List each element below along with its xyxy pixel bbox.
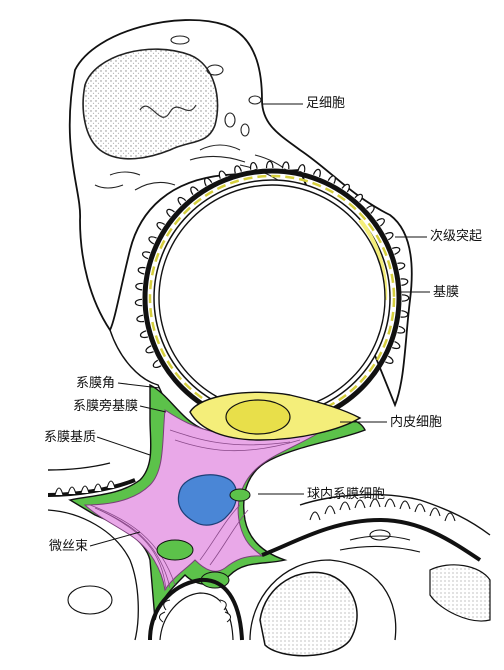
foot-process: [152, 359, 162, 369]
foot-process: [397, 325, 406, 334]
foot-process: [177, 196, 187, 206]
leader-lines: [89, 103, 430, 547]
foot-process: [281, 161, 290, 170]
foot-process: [312, 168, 321, 178]
foot-process: [400, 310, 409, 318]
foot-process: [166, 208, 175, 218]
label-intraglomerular-mesangial-cell: 球内系膜细胞: [307, 487, 386, 502]
lower-right-nucleus: [259, 571, 358, 657]
label-paramesangial-bm: 系膜旁基膜: [72, 399, 138, 414]
foot-process: [376, 218, 385, 227]
foot-process: [204, 177, 213, 187]
label-secondary-process: 次级突起: [430, 229, 483, 244]
foot-process: [401, 294, 410, 302]
foot-process: [218, 170, 227, 179]
mesangial-nucleus: [177, 474, 238, 526]
lower-right-capillary-wall: [261, 517, 482, 562]
lower-left-cell: [47, 509, 139, 641]
foot-process: [249, 161, 258, 170]
label-podocyte: 足细胞: [306, 96, 346, 111]
label-microfilament-bundle: 微丝束: [48, 539, 88, 554]
foot-process: [234, 165, 242, 174]
foot-process: [136, 314, 145, 323]
foot-process: [265, 160, 274, 169]
foot-process: [137, 266, 146, 275]
label-basement-membrane: 基膜: [433, 285, 460, 300]
label-endothelial-cell: 内皮细胞: [390, 415, 443, 430]
foot-process: [354, 193, 363, 203]
foot-process: [327, 175, 336, 184]
foot-process: [341, 183, 350, 193]
foot-process: [397, 262, 406, 271]
foot-process: [135, 282, 143, 291]
lower-capillary-loop: [148, 577, 244, 641]
foot-processes: [134, 160, 410, 369]
foot-process: [385, 355, 394, 364]
foot-process: [400, 278, 409, 286]
foot-process: [297, 164, 306, 173]
foot-process: [156, 221, 166, 231]
foot-process: [391, 341, 401, 350]
foot-process: [366, 205, 375, 214]
label-mesangial-matrix: 系膜基质: [43, 430, 96, 445]
foot-process: [134, 298, 143, 307]
microfilament-lines: [89, 429, 301, 591]
foot-process: [148, 236, 157, 245]
capillary-lumen: [158, 184, 386, 412]
foot-process: [391, 246, 401, 255]
foot-process: [145, 345, 154, 354]
foot-process: [139, 330, 149, 339]
right-nucleus: [429, 564, 491, 622]
label-mesangial-angle: 系膜角: [75, 376, 115, 391]
foot-process: [385, 232, 394, 241]
foot-process: [142, 251, 151, 260]
endothelial-nucleus: [225, 399, 291, 435]
foot-process: [190, 186, 199, 196]
podocyte-nucleus: [82, 48, 219, 160]
